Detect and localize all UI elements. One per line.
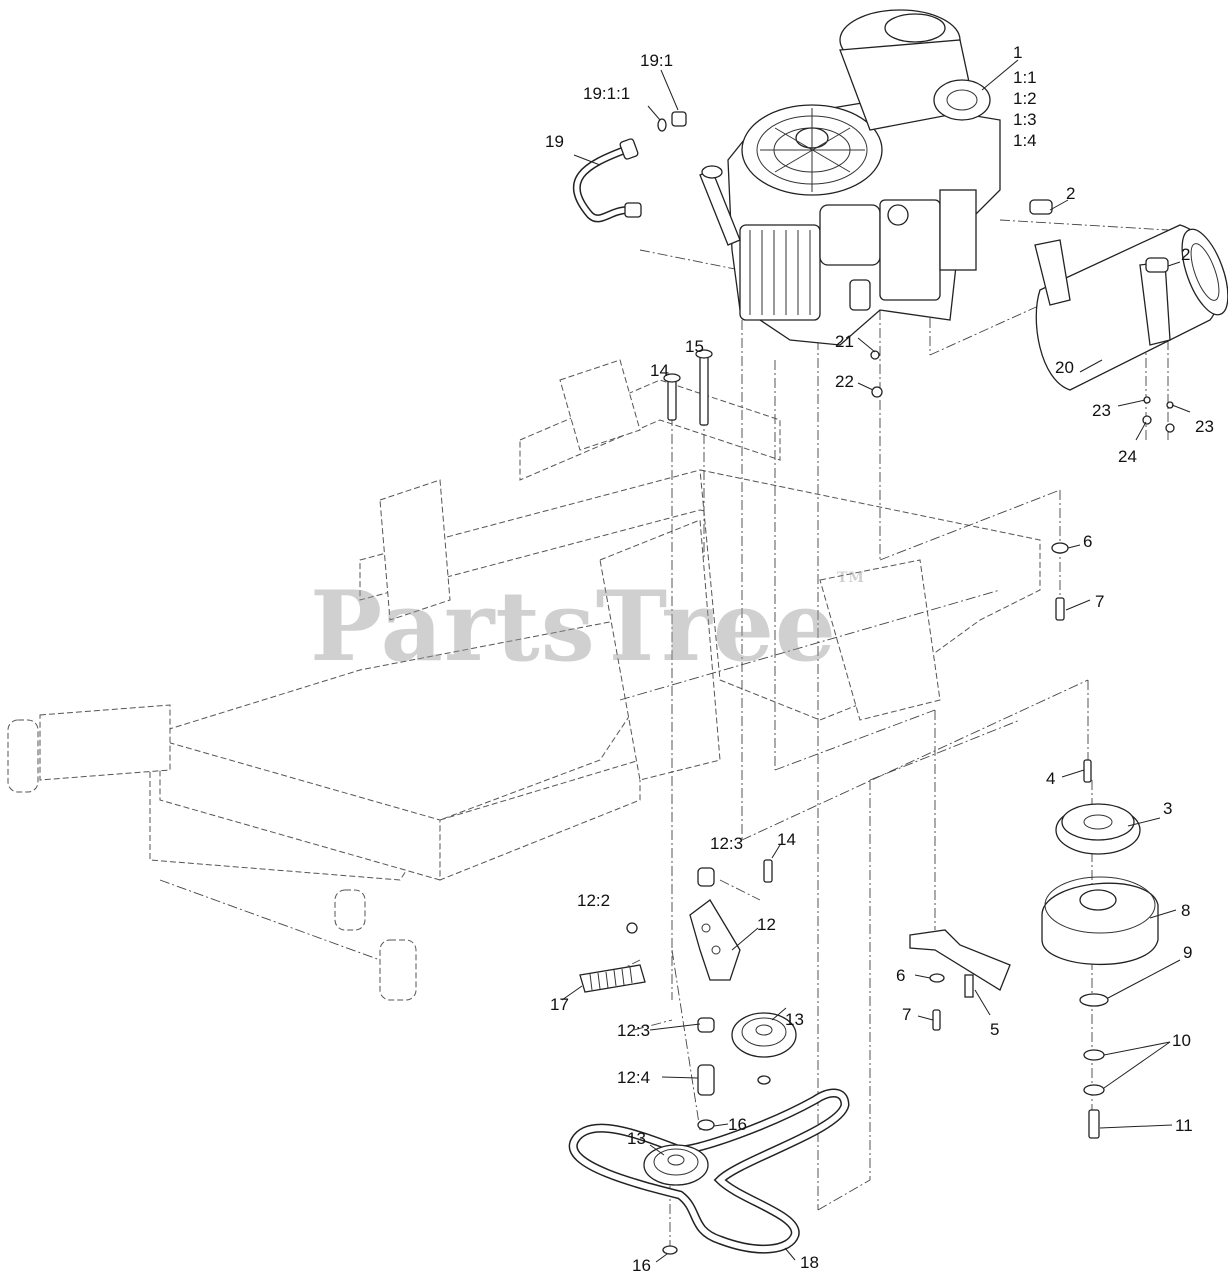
callout-labels: 1 1:1 1:2 1:3 1:4 2 2 3 4 5 6 6 7 7 8 9 … (545, 43, 1214, 1275)
callout-23-right: 23 (1195, 417, 1214, 436)
callout-22: 22 (835, 372, 854, 391)
callout-18: 18 (800, 1253, 819, 1272)
callout-11: 11 (1175, 1116, 1193, 1135)
callout-13-idler: 13 (785, 1010, 804, 1029)
callout-19-1-1: 19:1:1 (583, 84, 630, 103)
callout-3: 3 (1163, 799, 1172, 818)
callout-12: 12 (757, 915, 776, 934)
callout-2-gasket-upper: 2 (1066, 184, 1075, 203)
hardware (663, 349, 1175, 621)
callout-21: 21 (835, 332, 854, 351)
callout-12-3-lower: 12:3 (617, 1021, 650, 1040)
callout-14-upper: 14 (650, 361, 669, 380)
leader-lines (561, 59, 1191, 1263)
callout-8: 8 (1181, 901, 1190, 920)
callout-1: 1 (1013, 43, 1022, 62)
muffler (1029, 199, 1228, 391)
clutch-assembly (909, 759, 1159, 1139)
callout-9: 9 (1183, 943, 1192, 962)
engine-assembly (699, 9, 1001, 346)
callout-1-1: 1:1 (1013, 68, 1037, 87)
callout-24: 24 (1118, 447, 1137, 466)
callout-13-drive: 13 (627, 1129, 646, 1148)
callout-7-lower: 7 (902, 1005, 911, 1024)
callout-12-2: 12:2 (577, 891, 610, 910)
callout-16-lower: 16 (632, 1256, 651, 1275)
callout-12-4: 12:4 (617, 1068, 650, 1087)
callout-17: 17 (550, 995, 569, 1014)
callout-6-lower: 6 (896, 966, 905, 985)
chassis-frame (7, 359, 1041, 1001)
callout-20: 20 (1055, 358, 1074, 377)
callout-6-upper: 6 (1083, 532, 1092, 551)
idler-assembly (579, 859, 797, 1131)
callout-1-2: 1:2 (1013, 89, 1037, 108)
callout-14-lower: 14 (777, 830, 796, 849)
callout-7-upper: 7 (1095, 592, 1104, 611)
callout-5: 5 (990, 1020, 999, 1039)
callout-16-upper: 16 (728, 1115, 747, 1134)
callout-19: 19 (545, 132, 564, 151)
callout-19-1: 19:1 (640, 51, 673, 70)
callout-4: 4 (1046, 769, 1055, 788)
drive-belt (568, 1088, 850, 1255)
callout-1-3: 1:3 (1013, 110, 1037, 129)
callout-12-3-upper: 12:3 (710, 834, 743, 853)
callout-15: 15 (685, 337, 704, 356)
callout-2-gasket-lower: 2 (1181, 245, 1190, 264)
callout-1-4: 1:4 (1013, 131, 1037, 150)
callout-10: 10 (1172, 1031, 1191, 1050)
callout-23-left: 23 (1092, 401, 1111, 420)
fuel-hose (572, 111, 687, 223)
